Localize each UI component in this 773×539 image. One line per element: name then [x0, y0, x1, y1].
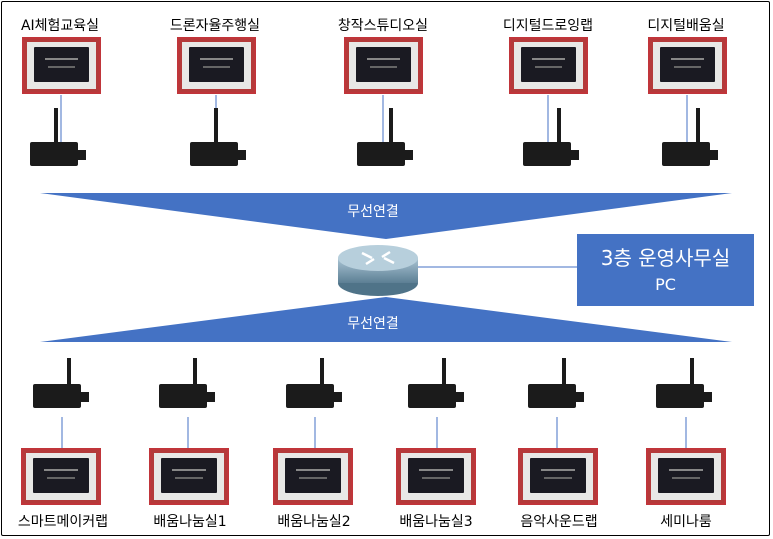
display-terminal-icon — [509, 37, 588, 94]
display-terminal-icon — [396, 448, 476, 505]
room-label: 스마트메이커랩 — [17, 514, 109, 530]
ap-row-top — [30, 108, 718, 166]
room-label: 디지털드로잉랩 — [502, 18, 594, 34]
room-label: 드론자율주행실 — [169, 18, 261, 34]
wireless-ap-icon — [33, 358, 89, 408]
display-terminal-icon — [646, 448, 726, 505]
wireless-ap-icon — [357, 108, 413, 166]
room-label: 세미나룸 — [660, 514, 712, 530]
bottom-links — [61, 417, 687, 449]
wireless-ap-icon — [159, 358, 215, 408]
office-pc-box: 3층 운영사무실 PC — [577, 234, 754, 306]
wireless-ap-icon — [30, 108, 86, 166]
display-terminal-icon — [273, 448, 353, 505]
wireless-ap-icon — [523, 108, 579, 166]
display-terminal-icon — [518, 448, 598, 505]
display-terminal-icon — [22, 37, 101, 94]
room-label: AI체험교육실 — [20, 18, 100, 34]
room-label: 창작스튜디오실 — [337, 18, 429, 34]
display-terminal-icon — [648, 37, 727, 94]
display-terminal-icon — [21, 448, 101, 505]
ap-row-bottom — [33, 358, 712, 408]
wireless-ap-icon — [286, 358, 342, 408]
display-terminal-icon — [344, 37, 423, 94]
wireless-ap-icon — [528, 358, 584, 408]
wireless-triangle-bottom — [40, 297, 732, 342]
wireless-ap-icon — [408, 358, 464, 408]
wireless-ap-icon — [656, 358, 712, 408]
top-links — [60, 95, 688, 142]
room-label: 배움나눔실3 — [399, 514, 473, 530]
wireless-ap-icon — [190, 108, 246, 166]
wireless-ap-icon — [662, 108, 718, 166]
router-icon — [338, 245, 418, 296]
office-subtitle: PC — [655, 275, 676, 294]
wireless-triangle-top — [40, 193, 732, 239]
room-label: 배움나눔실1 — [153, 514, 227, 530]
office-title: 3층 운영사무실 — [600, 246, 731, 270]
display-terminal-icon — [177, 37, 256, 94]
wireless-label-bottom: 무선연결 — [347, 316, 399, 332]
room-label: 디지털배움실 — [647, 18, 725, 34]
room-label: 배움나눔실2 — [277, 514, 351, 530]
room-label: 음악사운드랩 — [520, 514, 598, 530]
wireless-label-top: 무선연결 — [347, 204, 399, 220]
display-terminal-icon — [149, 448, 229, 505]
